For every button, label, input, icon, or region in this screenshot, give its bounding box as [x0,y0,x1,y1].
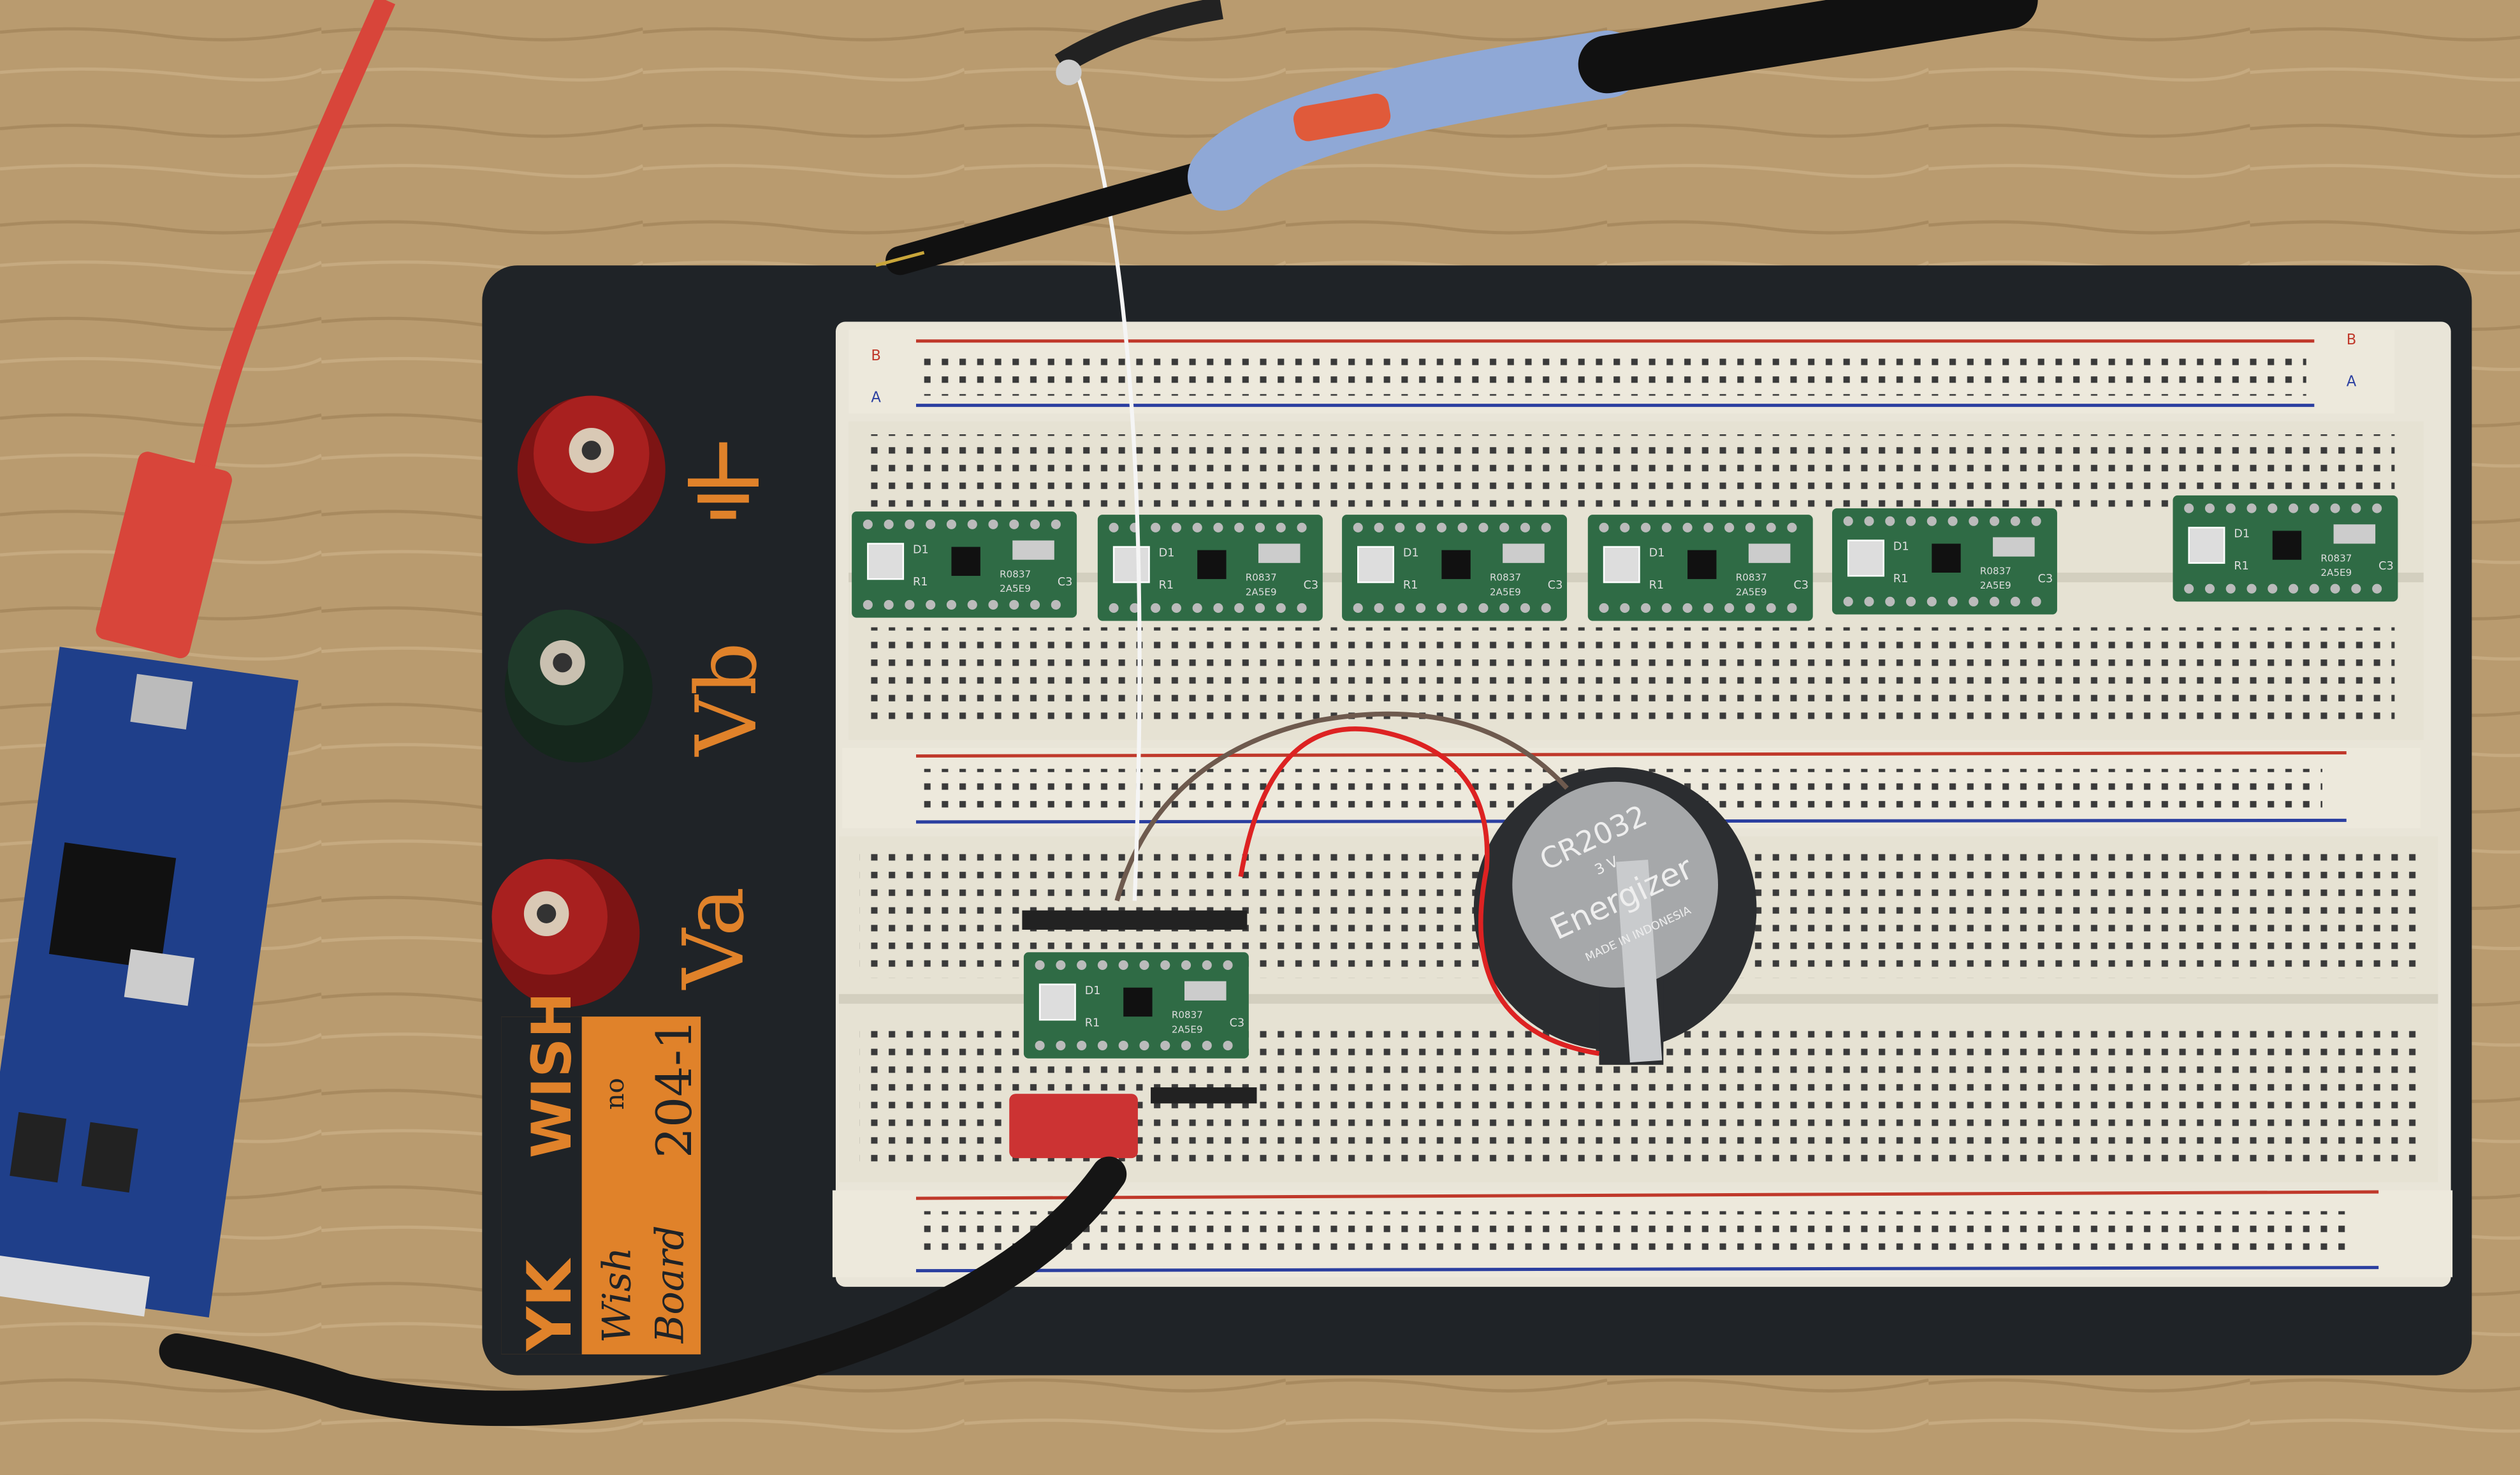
model-number: 204-1 [646,1019,703,1158]
module-code: R0837 [1172,1009,1203,1021]
ground-symbol-icon [688,442,759,519]
module-d-label: D1 [913,544,929,557]
module-code: 2A5E9 [1172,1024,1203,1035]
rail-label-b: B [871,348,881,364]
module-r-label: R1 [2234,560,2248,573]
brown-wire [1114,711,1569,902]
debugger-board [0,647,299,1318]
module-code: 2A5E9 [1980,580,2011,591]
red-wire [1238,726,1600,1056]
terminal-label-va: Va [665,886,762,990]
coin-cell-battery: CR2032 3 V Energizer MADE IN INDONESIA [1473,767,1757,1065]
module-code: 2A5E9 [2320,567,2352,578]
white-probe-wire [1075,71,1142,901]
rail-label-a: A [871,390,881,406]
module-d-label: D1 [1893,541,1909,554]
module-code: 2A5E9 [1246,586,1277,598]
usb-cable [191,0,396,485]
module-code: R0837 [1000,569,1031,580]
module-r-label: R1 [1649,579,1664,592]
rail-label-b: B [2347,332,2357,348]
module-c-label: C3 [1230,1016,1245,1029]
board-name-line1: Wish [595,1247,639,1344]
jumper-bundle [1009,1094,1138,1159]
module-d-label: D1 [1085,985,1101,997]
module-d-label: D1 [1403,547,1419,560]
module-c-label: C3 [1058,576,1073,589]
usb-plug[interactable] [94,450,234,660]
module-r-label: R1 [913,576,928,589]
module-code: R0837 [2320,552,2352,564]
board-name-line2: Board [648,1225,692,1344]
module-c-label: C3 [1304,579,1319,592]
binding-post-ground[interactable] [517,395,666,544]
module-d-label: D1 [2234,527,2250,540]
model-prefix: no [600,1078,630,1110]
brand-logo: YK [514,1257,585,1351]
module-r-label: R1 [1403,579,1418,592]
oscilloscope-probe [875,0,2038,275]
module-r-label: R1 [1159,579,1174,592]
module-c-label: C3 [1548,579,1563,592]
module-code: R0837 [1736,572,1767,583]
module-c-label: C3 [2378,560,2394,573]
module-d-label: D1 [1159,547,1175,560]
binding-post-va[interactable] [492,858,640,1007]
module-code: 2A5E9 [1490,586,1521,598]
module-code: R0837 [1980,565,2011,576]
pin-header [1022,910,1248,930]
module-r-label: R1 [1085,1016,1100,1029]
module-r-label: R1 [1893,573,1908,585]
module-code: 2A5E9 [1000,583,1031,594]
rail-label-a: A [2347,373,2357,390]
terminal-label-vb: Vb [678,642,775,758]
module-code: R0837 [1246,572,1277,583]
board-brand-label: WISH YK no 204-1 Wish Board [501,992,703,1354]
module-code: 2A5E9 [1736,586,1767,598]
module-c-label: C3 [1793,579,1809,592]
module-d-label: D1 [1649,547,1665,560]
binding-post-vb[interactable] [504,609,653,763]
module-code: R0837 [1490,572,1521,583]
pin-header [1151,1087,1257,1104]
brand-name: WISH [520,992,584,1158]
black-cable [159,1156,1127,1427]
module-c-label: C3 [2038,573,2053,585]
